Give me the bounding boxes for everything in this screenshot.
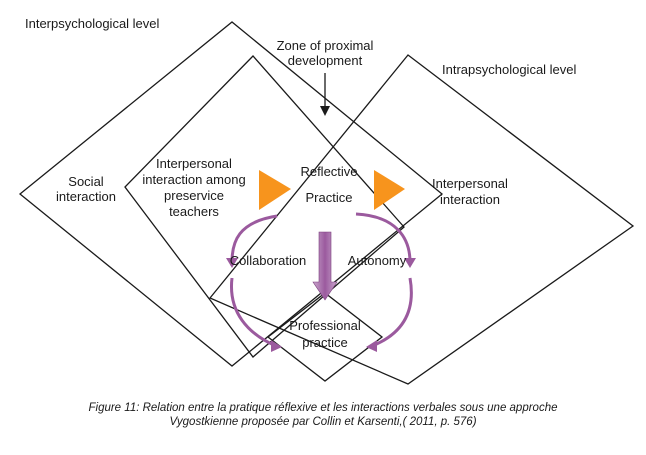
- peer-interaction-label-line3: preservice: [164, 188, 224, 203]
- autonomy-curve-bottom: [371, 277, 413, 348]
- autonomy-head-mid: [404, 258, 416, 268]
- collaboration-head-mid: [226, 258, 238, 268]
- reflective-practice-label-line2: Practice: [306, 190, 353, 205]
- peer-interaction-label-line1: Interpersonal: [156, 156, 232, 171]
- intrapsychological-diamond: [208, 54, 635, 385]
- peer-interaction-label-line2: interaction among: [142, 172, 245, 187]
- curved-arrows: [230, 212, 413, 348]
- collaboration-label: Collaboration: [230, 253, 307, 268]
- professional-practice-label-line2: practice: [302, 335, 348, 350]
- autonomy-curve-top: [355, 212, 412, 263]
- reflective-practice-label-line1: Reflective: [300, 164, 357, 179]
- social-interaction-label-line1: Social: [68, 174, 104, 189]
- intrapsychological-level-label: Intrapsychological level: [442, 62, 577, 77]
- collaboration-head-bottom: [271, 340, 282, 352]
- collaboration-curve-top: [230, 214, 278, 263]
- collaboration-curve-bottom: [230, 277, 277, 348]
- peer-interaction-diamond: [124, 55, 405, 358]
- peer-interaction-label-line4: teachers: [169, 204, 219, 219]
- interpersonal-interaction-label-line1: Interpersonal: [432, 176, 508, 191]
- interpsychological-level-label: Interpsychological level: [25, 16, 160, 31]
- right-orange-triangle: [374, 170, 405, 210]
- figure-caption-line1: Figure 11: Relation entre la pratique ré…: [88, 402, 557, 414]
- zone-label-line2: development: [288, 53, 363, 68]
- curve-arrowheads: [226, 258, 416, 352]
- central-down-arrow-icon: [312, 231, 338, 301]
- figure-caption-line2: Vygostkienne proposée par Collin et Kars…: [169, 416, 476, 428]
- professional-practice-label-line1: Professional: [289, 318, 361, 333]
- interpsychological-diamond: [18, 21, 444, 367]
- zone-pointer-arrowhead: [320, 106, 330, 116]
- autonomy-label: Autonomy: [348, 253, 407, 268]
- interpersonal-interaction-label-line2: interaction: [440, 192, 500, 207]
- professional-practice-diamond: [266, 292, 384, 382]
- zone-label-line1: Zone of proximal: [277, 38, 374, 53]
- left-orange-triangle: [259, 170, 291, 210]
- social-interaction-label-line2: interaction: [56, 189, 116, 204]
- autonomy-head-bottom: [366, 340, 377, 352]
